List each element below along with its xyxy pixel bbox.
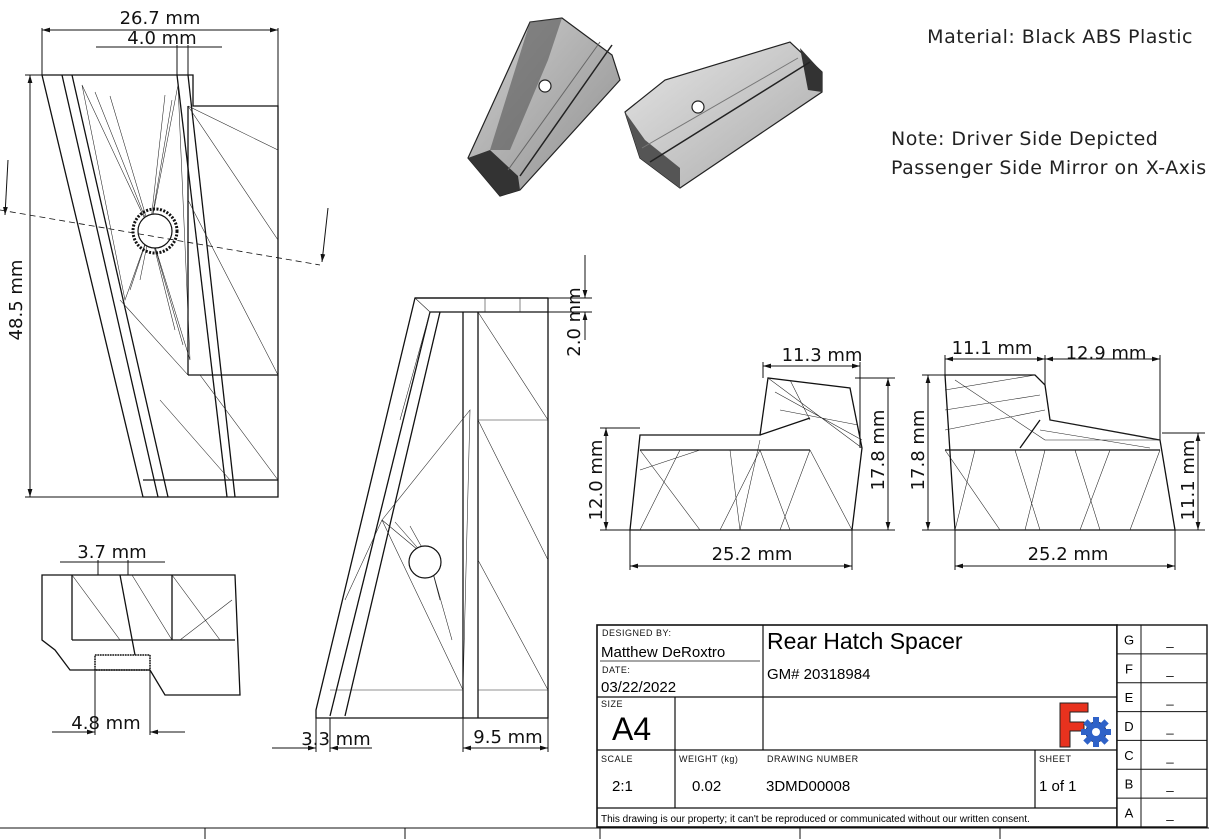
scale-value: 2:1	[612, 778, 633, 795]
dimension-12-9: 12.9 mm	[1045, 343, 1161, 440]
sheet-border-strip	[0, 827, 1209, 839]
dim-label: 11.1 mm	[1178, 440, 1199, 521]
dimension-48-5: 48.5 mm	[6, 74, 143, 498]
dimension-11-3: 11.3 mm	[762, 345, 863, 448]
revision-value: _	[1165, 778, 1174, 793]
designer-name: Matthew DeRoxtro	[601, 644, 725, 661]
revision-value: _	[1165, 691, 1174, 706]
part-number: GM# 20318984	[767, 666, 870, 683]
dimension-17-8-side: 17.8 mm	[908, 374, 955, 531]
dim-label: 12.9 mm	[1066, 343, 1147, 364]
dimension-9-5: 9.5 mm	[462, 718, 549, 752]
dim-label: 17.8 mm	[868, 410, 889, 491]
sheet-value: 1 of 1	[1039, 778, 1077, 795]
dim-label: 48.5 mm	[6, 260, 27, 341]
side-note-line1: Note: Driver Side Depicted	[891, 128, 1158, 150]
revision-value: _	[1165, 749, 1174, 764]
date-label: DATE:	[602, 665, 630, 675]
dimension-3-7: 3.7 mm	[60, 542, 165, 575]
dim-label: 9.5 mm	[473, 727, 542, 748]
revision-letter: B	[1125, 777, 1134, 792]
scale-label: SCALE	[601, 754, 633, 764]
revision-row: C_	[1117, 739, 1207, 764]
dimension-4-8: 4.8 mm	[52, 670, 185, 735]
revision-row: F_	[1117, 653, 1207, 677]
dimension-3-3: 3.3 mm	[272, 718, 372, 752]
size-value: A4	[612, 711, 651, 747]
dim-label: 11.1 mm	[952, 338, 1033, 359]
revision-row: G_	[1124, 632, 1174, 648]
dim-label: 4.8 mm	[71, 713, 140, 734]
sheet-label: SHEET	[1039, 754, 1072, 764]
dimension-12-0: 12.0 mm	[586, 427, 640, 531]
designed-by-label: DESIGNED BY:	[602, 628, 672, 638]
weight-value: 0.02	[692, 778, 721, 795]
revision-row: B_	[1117, 768, 1207, 793]
dimension-4-0: 4.0 mm	[96, 28, 222, 75]
drawing-title: Rear Hatch Spacer	[767, 628, 963, 654]
material-note: Material: Black ABS Plastic	[927, 26, 1193, 48]
dim-label: 11.3 mm	[782, 345, 863, 366]
revision-letter: E	[1125, 690, 1134, 705]
revision-value: _	[1165, 807, 1174, 822]
dimension-25-2-front: 25.2 mm	[629, 530, 853, 570]
side-view	[944, 374, 1176, 531]
dim-label: 12.0 mm	[586, 440, 607, 521]
top-view	[0, 74, 329, 498]
detail-view	[41, 574, 241, 696]
drawing-number-label: DRAWING NUMBER	[767, 754, 859, 764]
center-elevation-view	[315, 297, 549, 719]
copyright-footer: This drawing is our property; it can't b…	[601, 814, 1030, 825]
revision-letter: D	[1124, 719, 1133, 734]
revision-table: G_F_E_D_C_B_A_	[1116, 624, 1208, 828]
dim-label: 4.0 mm	[127, 28, 196, 49]
dim-label: 3.3 mm	[301, 729, 370, 750]
revision-letter: G	[1124, 632, 1134, 647]
isometric-view-a	[467, 17, 621, 197]
dimension-25-2-side: 25.2 mm	[954, 530, 1176, 570]
date-value: 03/22/2022	[601, 679, 676, 696]
revision-row: D_	[1117, 711, 1207, 735]
dim-label: 17.8 mm	[908, 410, 929, 491]
side-note-line2: Passenger Side Mirror on X-Axis	[891, 157, 1207, 179]
dim-label: 3.7 mm	[77, 542, 146, 563]
revision-value: _	[1165, 662, 1174, 677]
revision-value: _	[1165, 633, 1174, 648]
size-label: SIZE	[601, 699, 623, 709]
dim-label: 26.7 mm	[120, 8, 201, 29]
dimension-11-1-side: 11.1 mm	[1162, 432, 1205, 531]
drawing-number-value: 3DMD00008	[766, 778, 850, 795]
dim-label: 2.0 mm	[564, 287, 585, 356]
revision-row: E_	[1117, 682, 1207, 706]
dim-label: 25.2 mm	[1028, 544, 1109, 565]
freecad-logo-icon	[1059, 702, 1111, 748]
isometric-view-b	[624, 41, 823, 189]
revision-row: A_	[1117, 797, 1207, 822]
revision-letter: F	[1125, 661, 1133, 676]
dimension-2-0: 2.0 mm	[548, 255, 592, 357]
title-block: DESIGNED BY: Matthew DeRoxtro DATE: 03/2…	[596, 624, 1118, 828]
weight-label: WEIGHT (kg)	[679, 754, 738, 764]
revision-letter: C	[1124, 748, 1133, 763]
revision-letter: A	[1125, 806, 1134, 821]
dimension-17-8-front: 17.8 mm	[852, 377, 895, 531]
dimension-26-7: 26.7 mm	[41, 8, 279, 106]
dim-label: 25.2 mm	[712, 544, 793, 565]
dimension-11-1-top: 11.1 mm	[944, 338, 1046, 385]
front-view	[629, 377, 863, 531]
revision-value: _	[1165, 720, 1174, 735]
